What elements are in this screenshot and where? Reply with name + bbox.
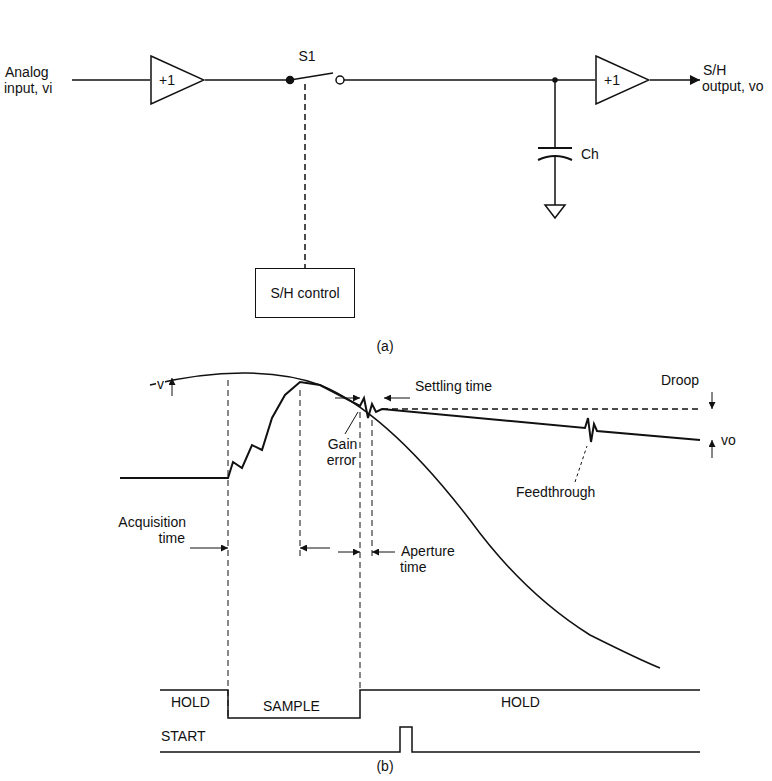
guide-line xyxy=(228,380,229,718)
annotation: Aperture time xyxy=(400,543,470,575)
signal-name: vo xyxy=(720,432,750,448)
signal-name: Analog input, vi xyxy=(4,64,68,96)
buffer-amplifier: +1 xyxy=(150,55,205,105)
annotation: Droop xyxy=(660,372,710,388)
state-label: SAMPLE xyxy=(262,698,332,714)
figure-label: (b) xyxy=(375,758,394,774)
dimension-arrow xyxy=(335,398,360,399)
part-name: Ch xyxy=(580,146,600,162)
signal-name: Analog input, vi xyxy=(4,64,53,96)
part-name: S1 xyxy=(292,48,322,64)
wire xyxy=(554,156,556,205)
part-name: S1 xyxy=(297,48,316,64)
guide-line xyxy=(360,412,361,690)
figure-label: (a) xyxy=(375,338,394,354)
switch-contact xyxy=(336,76,344,84)
leader-line xyxy=(345,412,358,434)
annotation: Droop xyxy=(660,372,700,388)
state-label: SAMPLE xyxy=(262,698,321,714)
leader-line xyxy=(575,446,587,482)
signal-name: START xyxy=(160,728,207,744)
state-label: HOLD xyxy=(500,694,541,710)
wire xyxy=(72,79,150,81)
annotation: Gain error xyxy=(327,436,358,468)
state-label: HOLD xyxy=(170,694,220,710)
annotation: Acquisition time xyxy=(96,514,186,546)
wire xyxy=(554,80,556,148)
output-waveform xyxy=(120,382,700,478)
annotation: Settling time xyxy=(414,378,493,394)
signal-name: vo xyxy=(720,432,737,448)
dimension-arrow xyxy=(172,378,173,396)
node-text: +1 xyxy=(159,72,175,88)
signal-name: S/H output, vo xyxy=(702,62,768,94)
output-wire xyxy=(650,79,700,81)
input-waveform xyxy=(150,373,660,668)
capacitor-plate xyxy=(538,147,572,149)
control-line xyxy=(304,84,306,268)
figure-label: (a) xyxy=(370,338,400,354)
buffer-amplifier xyxy=(595,55,650,105)
guide-line xyxy=(300,390,301,558)
figure-label: (b) xyxy=(370,758,400,774)
state-label: HOLD xyxy=(170,694,211,710)
wire xyxy=(205,79,290,81)
annotation: Feedthrough xyxy=(515,484,615,500)
dimension-arrow xyxy=(712,392,713,409)
annotation: Acquisition time xyxy=(117,514,186,546)
amplifier-outline xyxy=(151,56,204,104)
dimension-arrow xyxy=(712,440,713,458)
signal-name: S/H output, vo xyxy=(702,62,765,94)
control-box: S/H control xyxy=(255,268,355,318)
annotation: Settling time xyxy=(414,378,514,394)
ground-symbol xyxy=(545,205,565,218)
signal-name: v xyxy=(156,376,170,392)
start-signal xyxy=(160,727,700,752)
guide-line xyxy=(372,420,373,560)
annotation: Gain error xyxy=(312,436,372,468)
dimension-arrow xyxy=(372,552,395,553)
annotation: Feedthrough xyxy=(515,484,596,500)
annotation: Aperture time xyxy=(400,543,455,575)
amplifier-outline xyxy=(596,56,649,104)
node-text: S/H control xyxy=(270,285,339,301)
dimension-arrow xyxy=(384,398,410,399)
dimension-arrow xyxy=(300,548,330,549)
buffer-amplifier: +1 xyxy=(595,55,650,105)
switch-blade xyxy=(290,73,333,80)
node-text: +1 xyxy=(604,72,620,88)
dimension-arrow xyxy=(338,552,360,553)
signal-name: START xyxy=(160,728,220,744)
signal-name: v xyxy=(156,376,165,392)
dimension-arrow xyxy=(190,548,228,549)
buffer-amplifier xyxy=(150,55,205,105)
part-name: Ch xyxy=(580,146,620,162)
state-label: HOLD xyxy=(500,694,550,710)
droop-reference xyxy=(382,408,700,410)
sample-hold-signal xyxy=(160,690,700,718)
